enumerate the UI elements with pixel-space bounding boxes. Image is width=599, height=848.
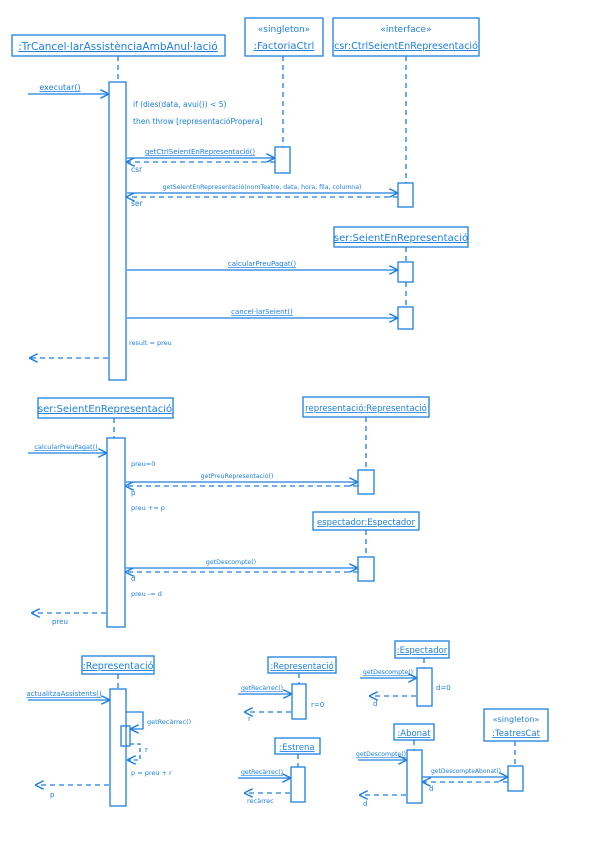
trcancel-activation [108, 81, 127, 381]
espect5-activation [416, 667, 433, 707]
repr4-label: :Representació [270, 661, 333, 672]
guard-line-1: if (dies(data, avui()) < 5) [133, 100, 226, 109]
msg-self-getrecarrec [126, 711, 144, 729]
estrena-label: :Estrena [279, 743, 314, 753]
diagram-4 [238, 656, 337, 803]
ret-csr-label: csr [131, 165, 143, 174]
ret-ser-label: ser [131, 199, 144, 208]
ret-preu-label: preu [52, 618, 68, 626]
note-d0: d=0 [436, 684, 451, 692]
msg-getdescabonat-label: getDescompteAbonat() [431, 768, 501, 775]
ret-d-teatres-label: d [429, 785, 433, 793]
ser-label: ser:SeientEnRepresentació [334, 232, 468, 244]
note-preu0: preu=0 [131, 460, 155, 468]
msg-getpreu-label: getPreuRepresentació() [201, 472, 274, 480]
ret-recarrec-label: recàrrec [247, 797, 274, 805]
msg-getdescompte-abonat-label: getDescompte() [356, 751, 406, 758]
trcancel-label: :TrCancel·larAssistènciaAmbAnul·lació [18, 41, 217, 53]
teatres-activation [507, 765, 524, 792]
repr4-activation [291, 683, 307, 720]
msg-getdescompte-label: getDescompte() [206, 559, 256, 566]
repr-activation [357, 469, 375, 495]
ser-lifeline-box [333, 226, 469, 248]
ret-d5-label: d [373, 700, 377, 708]
ser-activation-2 [397, 306, 414, 330]
ret-self-r [128, 743, 141, 760]
msg-getdescompte5-label: getDescompte() [363, 669, 413, 676]
ret-d-label: d [131, 575, 135, 583]
ret-p-label: p [131, 489, 136, 497]
ret-p3-label: p [50, 791, 55, 799]
msg-calcular-label: calcularPreuPagat() [228, 260, 296, 268]
msg-actualitza-label: actualitzaAssistents() [26, 690, 101, 698]
repr3-self-activation [120, 725, 131, 747]
msg-executar-label: executar() [39, 83, 80, 92]
ser2-label: ser:SeientEnRepresentació [38, 403, 172, 415]
ser2-activation [106, 437, 126, 628]
repr4-lifeline-box [267, 656, 337, 674]
diagram-3 [28, 655, 155, 807]
msg-getrecarrec-estrena-label: getRecàrrec() [241, 768, 283, 776]
espect5-label: :Espectador [397, 646, 448, 656]
espect5-lifeline-box [394, 640, 450, 659]
note-p: p = preu + r [131, 769, 172, 777]
teatres-stereotype: «singleton» [493, 715, 540, 724]
espect-activation [357, 556, 375, 582]
guard-line-2: then throw [representacióPropera] [133, 117, 262, 126]
repr3-label: :Representació [83, 661, 154, 672]
msg-cancel-label: cancel·larSeient() [231, 308, 293, 316]
msg-self-getrecarrec-label: getRecàrrec() [147, 718, 191, 726]
factoria-stereotype: «singleton» [258, 25, 310, 35]
ctrl-label: csr:CtrlSeientEnRepresentació [334, 41, 478, 52]
note-preu-plus: preu += p [131, 504, 165, 512]
estrena-activation [290, 766, 306, 803]
diagram-5 [358, 640, 549, 804]
factoria-label: :FactoriaCtrl [254, 41, 315, 52]
note-preu-minus: preu -= d [131, 590, 162, 598]
ctrl-activation [397, 182, 414, 208]
diagram-1 [11, 17, 480, 381]
abonat-activation [406, 749, 423, 804]
note-result: result = preu [129, 339, 172, 347]
espect-label: espectador:Espectador [317, 518, 416, 528]
diagram-2 [28, 396, 430, 628]
teatres-label: :TeatresCat [492, 729, 540, 739]
abonat-label: :Abonat [397, 729, 431, 739]
note-r0: r=0 [311, 701, 324, 709]
ret-self-r-label: r [145, 746, 148, 754]
msg-getrecarrec4-label: getRecàrrec() [241, 684, 283, 692]
ser-activation-1 [397, 261, 414, 283]
msg-calcular2-label: calcularPreuPagat() [34, 443, 97, 451]
factoria-activation [274, 146, 291, 174]
repr-label: representació:Representació [305, 403, 427, 414]
ret-r4-label: r [248, 715, 251, 723]
factoria-lifeline-box [244, 17, 324, 57]
msg-getctrl-label: getCtrlSeientEnRepresentació() [145, 148, 256, 156]
ctrl-stereotype: «interface» [380, 25, 431, 35]
repr3-activation [109, 688, 127, 807]
ret-d-abonat-label: d [363, 800, 367, 808]
msg-getseient-label: getSeientEnRepresentació(nomTeatre, data… [163, 183, 362, 191]
teatres-lifeline-box [483, 708, 549, 742]
ser2-lifeline-box [37, 397, 174, 419]
